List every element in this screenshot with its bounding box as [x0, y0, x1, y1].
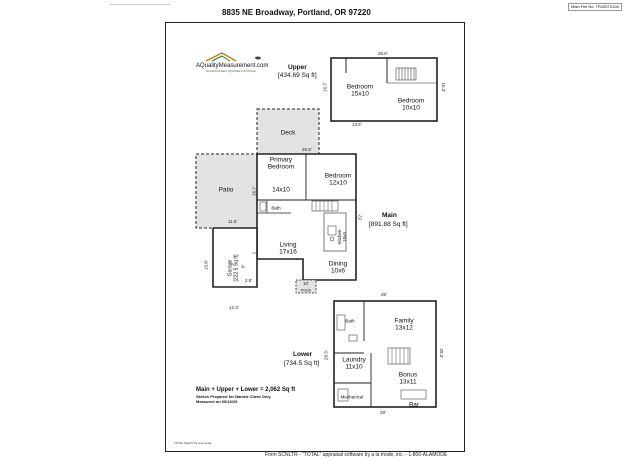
dim-lower-bottom: 26': [380, 410, 386, 415]
room-deck: Deck: [281, 129, 296, 136]
property-address: 8835 NE Broadway, Portland, OR 97220: [222, 8, 371, 17]
room-garage: Garage [222.5 Sq ft]: [227, 254, 240, 282]
lower-level-outline: [333, 300, 437, 408]
room-laundry: Laundry 11x10: [342, 357, 366, 372]
upper-level-outline: [330, 57, 438, 122]
room-size: 13x11: [399, 379, 417, 386]
floor-plan-drawing: [195, 57, 438, 408]
room-family: Family 13x12: [394, 318, 413, 333]
room-size: 14x10: [272, 186, 290, 194]
room-living: Living 17x16: [279, 242, 297, 257]
lower-level-area: [734.5 Sq ft]: [284, 360, 320, 367]
room-size: 12x10: [329, 180, 347, 187]
dim-upper-left: 16.7': [322, 82, 328, 93]
dim-porch: 10': [303, 281, 309, 286]
dim-patio-left: 16.7': [251, 186, 257, 197]
room-name: Bar: [408, 401, 420, 409]
room-name: Family: [394, 317, 414, 325]
room-name: Deck: [280, 129, 296, 137]
dim-lower-top: 26': [381, 292, 387, 297]
house-roof-icon: [205, 52, 261, 62]
total-area: Main + Upper + Lower = 2,062 Sq ft: [196, 387, 296, 393]
room-name: Bedroom: [324, 172, 352, 180]
dim-garage-side: 8': [240, 264, 246, 268]
logo-subtitle: GUARANTEED SQUARE FOOTAGE: [206, 69, 256, 73]
room-dining: Dining 10x6: [329, 261, 347, 276]
room-name: Bath: [271, 205, 281, 211]
dim-upper-top: 26.8': [378, 51, 388, 56]
room-size: 10x10: [402, 105, 420, 112]
main-file-number: Main File No. TR25070108: [568, 3, 622, 11]
porch-area: [295, 279, 317, 294]
room-area: [222.5 Sq ft]: [233, 254, 239, 282]
summary-line-1: Sketch Prepared for Named Client Only: [196, 394, 271, 399]
room-size: 10x6: [330, 268, 346, 275]
room-upper-bedroom-2: Bedroom 10x10: [398, 98, 424, 113]
deck-area: [256, 108, 320, 156]
room-name: Bath: [345, 318, 355, 324]
upper-level-title: Upper: [288, 64, 307, 71]
room-primary-bedroom: Primary Bedroom 14x10: [268, 141, 294, 208]
garage-outline: [212, 227, 258, 288]
room-name: Primary Bedroom: [267, 156, 295, 171]
room-name: Bonus: [398, 371, 418, 379]
room-patio: Patio: [219, 186, 234, 193]
lower-level-title: Lower: [293, 351, 313, 358]
summary-line-2: Measured on 05/16/25: [196, 399, 238, 404]
room-name: Patio: [218, 186, 234, 194]
top-logo-mark: [110, 0, 170, 5]
room-kitchen: Kitchen 10x9: [337, 229, 347, 244]
room-size: 11x10: [345, 364, 363, 371]
main-level-area: [891.88 Sq ft]: [369, 221, 408, 228]
room-upper-bedroom-1: Bedroom 15x10: [347, 84, 373, 99]
room-name: Dining: [328, 260, 348, 268]
dim-main-right: 22': [357, 214, 363, 221]
dim-garage-bottom: 12.3': [229, 305, 239, 310]
room-size: 10x9: [342, 232, 347, 242]
main-level-title: Main: [382, 212, 397, 219]
sketch-page: AQualityMeasurement.com GUARANTEED SQUAR…: [165, 22, 465, 452]
room-name: Living: [279, 241, 297, 249]
company-logo: AQualityMeasurement.com GUARANTEED SQUAR…: [196, 51, 268, 73]
room-bar: Bar: [409, 401, 419, 408]
room-bonus: Bonus 13x11: [399, 372, 417, 387]
dim-upper-right: 16.3': [441, 82, 447, 93]
dim-garage-left: 19.8': [203, 260, 209, 271]
room-size: 13x12: [395, 325, 413, 332]
room-mechanical: Mechanical: [341, 394, 364, 399]
room-size: 15x10: [351, 91, 369, 98]
upper-level-area: [434.69 Sq ft]: [278, 72, 317, 79]
room-bedroom-main: Bedroom 12x10: [325, 173, 351, 188]
room-name: Bedroom: [346, 83, 374, 91]
dim-upper-bottom: 13.5': [352, 122, 362, 127]
form-footer: Form SCNLTR - "TOTAL" appraisal software…: [265, 452, 448, 458]
room-name: Bedroom: [397, 97, 425, 105]
room-bath-lower: Bath: [345, 318, 354, 323]
dim-deck-bottom: 26.8': [302, 147, 312, 152]
room-name: Mechanical: [340, 394, 364, 400]
dim-lower-right: 28.3': [439, 348, 445, 359]
logo-name: AQualityMeasurement.com: [196, 63, 269, 69]
room-bath-main: Bath: [271, 205, 280, 210]
sketch-footer-note: TOTAL Sketch by a la mode: [174, 441, 212, 445]
room-name: Porch: [300, 287, 312, 293]
room-porch: Porch: [300, 287, 312, 294]
dim-patio-bottom: 11.5': [228, 219, 238, 224]
dim-lower-left: 28.3': [323, 350, 329, 361]
room-size: 17x16: [279, 249, 297, 256]
dim-garage-small: 2.8': [245, 278, 253, 283]
room-name: Laundry: [342, 356, 366, 364]
